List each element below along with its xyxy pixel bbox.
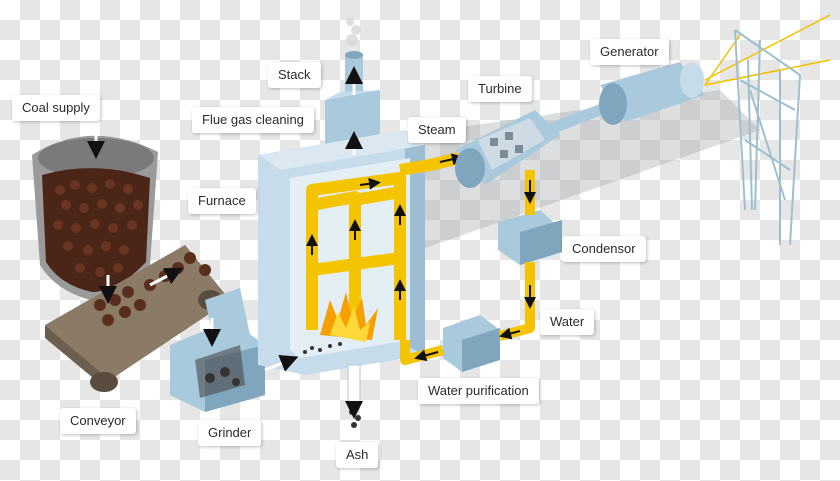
flame xyxy=(303,292,378,354)
coal-hopper xyxy=(32,135,158,300)
turbine xyxy=(455,110,560,188)
label-steam: Steam xyxy=(408,117,466,143)
label-water-purification: Water purification xyxy=(418,378,539,404)
coal-flow-arrows xyxy=(87,66,363,419)
coal-lumps xyxy=(53,179,143,277)
steam-flow-arrows xyxy=(306,153,464,300)
label-water: Water xyxy=(540,309,595,335)
generator xyxy=(599,62,705,125)
condensor xyxy=(498,210,562,265)
power-lines xyxy=(704,14,831,86)
label-turbine: Turbine xyxy=(468,76,532,102)
label-conveyor: Conveyor xyxy=(60,408,136,434)
turbine-shaft xyxy=(545,100,615,135)
label-coal-supply: Coal supply xyxy=(12,95,100,121)
label-condensor: Condensor xyxy=(562,236,646,262)
label-flue-gas-cleaning: Flue gas cleaning xyxy=(192,107,314,133)
label-stack: Stack xyxy=(268,62,321,88)
label-generator: Generator xyxy=(590,39,669,65)
label-grinder: Grinder xyxy=(198,420,262,446)
water-flow-arrows xyxy=(414,180,536,362)
water-purification-unit xyxy=(443,315,500,372)
label-ash: Ash xyxy=(336,442,379,468)
transmission-tower xyxy=(734,29,801,246)
label-furnace: Furnace xyxy=(188,188,256,214)
